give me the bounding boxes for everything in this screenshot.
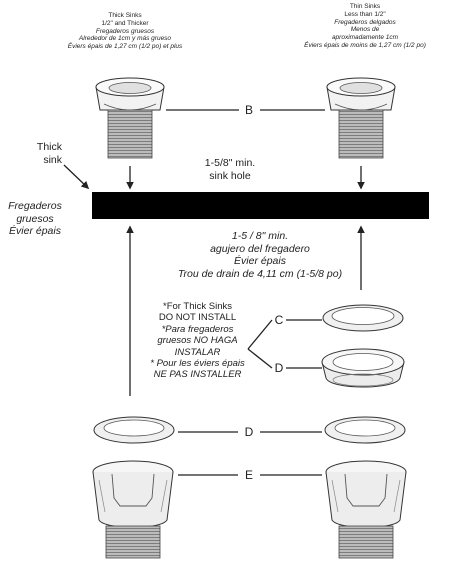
thick-heading-es: Fregaderos gruesos xyxy=(95,27,155,35)
part-label-c: C xyxy=(275,313,284,327)
lock-nut-e-right xyxy=(325,460,407,559)
strainer-body-left xyxy=(95,77,165,159)
part-label-d-top: D xyxy=(275,361,284,375)
hole-size-min: 1-5/8" min. xyxy=(204,157,256,169)
warning-es3: INSTALAR xyxy=(174,346,221,358)
hole-size-es: agujero del fregadero xyxy=(210,242,310,255)
thick-sink-label-es2: gruesos xyxy=(16,212,54,225)
warning-en2: DO NOT INSTALL xyxy=(158,312,237,324)
hole-size-label-alt: 1-5 / 8" min. agujero del fregadero Évie… xyxy=(160,230,360,280)
sink-slab xyxy=(92,192,429,219)
warning-es1: *Para fregaderos xyxy=(161,323,234,335)
thin-sink-heading: Thin Sinks Less than 1/2" Fregaderos del… xyxy=(285,3,445,50)
lock-nut-e-left xyxy=(92,460,174,559)
warning-fr1: * Pour les éviers épais xyxy=(150,357,245,369)
part-label-b: B xyxy=(245,103,253,117)
thick-sink-label-fr: Évier épais xyxy=(9,225,61,238)
washer-d-left xyxy=(93,416,175,444)
washer-d-right xyxy=(321,348,405,388)
hole-size-fr2: Trou de drain de 4,11 cm (1-5/8 po) xyxy=(177,267,343,280)
thick-sink-label-2: sink xyxy=(43,153,62,166)
thin-heading-en: Thin Sinks xyxy=(349,3,381,10)
thick-sink-label-1: Thick xyxy=(36,141,62,153)
thin-heading-es-size2: aproximadamente 1cm xyxy=(331,34,399,42)
part-label-d-bottom: D xyxy=(245,425,254,439)
hole-size-label: 1-5/8" min. sink hole xyxy=(180,157,280,182)
strainer-body-right xyxy=(326,77,396,159)
gasket-ring-c xyxy=(322,304,404,332)
branch-to-c xyxy=(247,319,273,350)
thin-heading-fr: Éviers épais de moins de 1,27 cm (1/2 po… xyxy=(304,41,426,49)
part-label-e: E xyxy=(245,468,253,482)
thick-heading-size: 1/2" and Thicker xyxy=(101,19,149,27)
branch-to-d xyxy=(247,348,273,369)
thick-sink-label-es1: Fregaderos xyxy=(8,200,62,212)
thin-heading-es-size1: Menos de xyxy=(350,26,380,34)
thin-heading-es: Fregaderos delgados xyxy=(334,18,396,26)
thick-heading-es-size: Alrededor de 1cm y más grueso xyxy=(78,35,172,43)
thick-sink-heading: Thick Sinks 1/2" and Thicker Fregaderos … xyxy=(30,12,220,51)
thick-sink-warning: *For Thick Sinks DO NOT INSTALL *Para fr… xyxy=(130,301,265,381)
hole-size-min-alt: 1-5 / 8" min. xyxy=(231,230,289,242)
thick-heading-en: Thick Sinks xyxy=(108,12,142,19)
thick-heading-fr: Éviers épais de 1,27 cm (1/2 po) et plus xyxy=(67,43,183,51)
hole-size-fr1: Évier épais xyxy=(234,255,286,268)
thick-sink-label-alt: Fregaderos gruesos Évier épais xyxy=(2,200,68,238)
thick-sink-label: Thick sink xyxy=(22,141,62,166)
warning-en1: *For Thick Sinks xyxy=(163,301,232,312)
thick-sink-pointer xyxy=(63,164,90,190)
washer-d-right-lower xyxy=(324,416,406,444)
warning-fr2: NE PAS INSTALLER xyxy=(153,369,242,381)
warning-es2: gruesos NO HAGA xyxy=(157,335,238,347)
thin-heading-size: Less than 1/2" xyxy=(344,10,386,18)
hole-size-text: sink hole xyxy=(209,169,251,182)
